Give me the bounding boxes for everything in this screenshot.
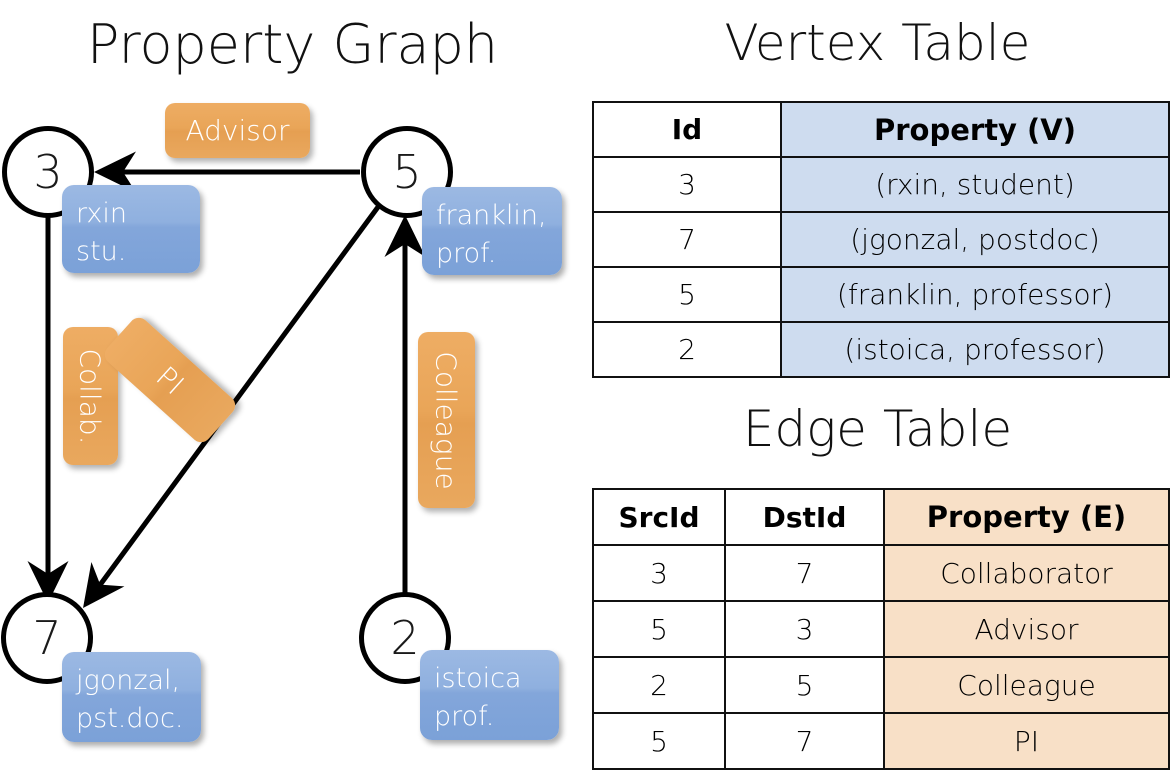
- graph-node-2-label: 2: [390, 611, 420, 665]
- edge-cell-dstid: 3: [724, 600, 885, 658]
- edge-label-colleague[interactable]: Colleague: [418, 332, 475, 508]
- vertex-cell-id: 5: [592, 266, 782, 323]
- vertex-cell-id: 2: [592, 321, 782, 378]
- graph-node-7-label: 7: [32, 611, 62, 665]
- edge-label-collab-text: Collab.: [74, 347, 108, 445]
- edge-label-colleague-text: Colleague: [430, 350, 463, 490]
- vertex-property-box-7[interactable]: jgonzal, pst.doc.: [62, 652, 201, 742]
- vertex-table-header-row: Id Property (V): [592, 101, 1170, 158]
- vertex-table-header-id: Id: [592, 101, 782, 158]
- edge-cell-srcid: 2: [592, 656, 726, 714]
- edge-cell-srcid: 5: [592, 600, 726, 658]
- vertex-property-box-5[interactable]: franklin, prof.: [422, 187, 562, 275]
- vertex-property-box-5-line2: prof.: [436, 238, 497, 269]
- vertex-property-box-2-line1: istoica: [434, 663, 522, 694]
- vertex-cell-property: (franklin, professor): [780, 266, 1170, 323]
- vertex-property-box-7-line2: pst.doc.: [76, 703, 184, 734]
- edge-cell-srcid: 3: [592, 544, 726, 602]
- vertex-cell-id: 7: [592, 211, 782, 268]
- edge-cell-dstid: 7: [724, 712, 885, 770]
- vertex-property-box-5-line1: franklin,: [436, 200, 547, 231]
- page-title-property-graph: Property Graph: [86, 13, 499, 76]
- table-row[interactable]: 5 (franklin, professor): [592, 266, 1170, 323]
- vertex-cell-property: (istoica, professor): [780, 321, 1170, 378]
- vertex-property-box-2[interactable]: istoica prof.: [420, 650, 559, 740]
- edge-table-header-property: Property (E): [883, 488, 1170, 546]
- edge-cell-property: Collaborator: [883, 544, 1170, 602]
- vertex-cell-id: 3: [592, 156, 782, 213]
- edge-cell-dstid: 7: [724, 544, 885, 602]
- vertex-cell-property: (rxin, student): [780, 156, 1170, 213]
- vertex-property-box-3-line1: rxin: [76, 198, 127, 229]
- edge-table-header-dstid: DstId: [724, 488, 885, 546]
- edge-table-header-row: SrcId DstId Property (E): [592, 488, 1170, 546]
- vertex-table: Id Property (V) 3 (rxin, student) 7 (jgo…: [592, 101, 1170, 378]
- section-title-edge-table: Edge Table: [742, 400, 1013, 458]
- vertex-property-box-3[interactable]: rxin stu.: [62, 185, 200, 273]
- vertex-table-header-property: Property (V): [780, 101, 1170, 158]
- table-row[interactable]: 3 (rxin, student): [592, 156, 1170, 213]
- edge-table: SrcId DstId Property (E) 3 7 Collaborato…: [592, 488, 1170, 770]
- table-row[interactable]: 2 5 Colleague: [592, 656, 1170, 714]
- section-title-vertex-table: Vertex Table: [724, 14, 1031, 72]
- table-row[interactable]: 5 7 PI: [592, 712, 1170, 770]
- graph-node-3-label: 3: [33, 145, 63, 199]
- table-row[interactable]: 3 7 Collaborator: [592, 544, 1170, 602]
- vertex-property-box-7-line1: jgonzal,: [76, 665, 181, 696]
- vertex-property-box-3-line2: stu.: [76, 236, 127, 267]
- edge-table-header-srcid: SrcId: [592, 488, 726, 546]
- edge-cell-property: PI: [883, 712, 1170, 770]
- edge-label-advisor-text: Advisor: [185, 114, 290, 147]
- table-row[interactable]: 2 (istoica, professor): [592, 321, 1170, 378]
- property-graph-diagram: 3 5 7 2 rxin stu. franklin, prof. jgonza…: [0, 0, 585, 760]
- graph-node-5-label: 5: [392, 145, 422, 199]
- edge-cell-srcid: 5: [592, 712, 726, 770]
- table-row[interactable]: 5 3 Advisor: [592, 600, 1170, 658]
- edge-cell-dstid: 5: [724, 656, 885, 714]
- graph-node-2[interactable]: 2: [359, 592, 451, 684]
- vertex-property-box-2-line2: prof.: [434, 701, 495, 732]
- table-row[interactable]: 7 (jgonzal, postdoc): [592, 211, 1170, 268]
- edge-cell-property: Advisor: [883, 600, 1170, 658]
- vertex-cell-property: (jgonzal, postdoc): [780, 211, 1170, 268]
- edge-cell-property: Colleague: [883, 656, 1170, 714]
- edge-label-advisor[interactable]: Advisor: [165, 103, 310, 158]
- edge-label-pi-text: PI: [149, 359, 191, 401]
